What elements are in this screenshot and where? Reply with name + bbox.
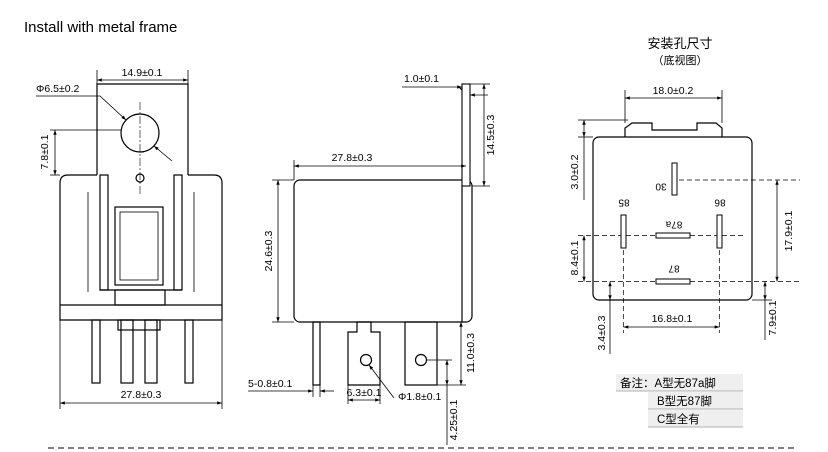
pin-label-86: 86 [714,196,726,207]
bracket-height-label: 3.0±0.2 [569,154,581,189]
mounting-tab [96,83,189,175]
pin-label-85: 85 [618,196,630,207]
hole-offset-label: 7.8±0.1 [39,134,51,169]
front-view: 14.9±0.1 Φ6.5±0.2 7.8±0.1 27.8±0.3 [36,67,223,409]
blade-width-label: 6.3±0.1 [347,387,382,399]
pin-span-vertical-label: 17.9±0.1 [783,210,795,251]
pin-slot-87a [655,232,691,239]
side-body [293,179,473,323]
edge-offset-left-label: 3.4±0.3 [596,315,608,350]
hole-diameter-leader-2 [153,145,173,162]
pin-label-87: 87 [668,262,680,273]
front-pin-collar [117,319,161,331]
frame-leg-right [173,174,183,291]
note-line-1: 备注：A型无87a脚 [620,376,716,390]
relay-body-outline [59,174,223,305]
tab-height-label: 14.5±0.3 [485,114,497,155]
frame-foot [114,289,166,306]
frame-window-outer [114,206,164,286]
bracket-width-label: 18.0±0.2 [653,85,694,97]
bottom-view: 安装孔尺寸 （底视图） 30 85 86 87a 87 18.0±0.2 3.0… [569,36,800,354]
side-tab [461,83,471,187]
pin-spacing-vertical-label: 8.4±0.1 [569,240,581,275]
front-pin-1 [91,319,101,384]
pin-thickness-label: 5-0.8±0.1 [248,378,292,390]
hole-to-tip-label: 4.25±0.1 [448,399,460,440]
hole-diameter-leader [36,95,127,121]
note-row-1-bg [616,374,743,391]
frame-leg-left [99,174,109,291]
blade-pin-right [404,321,438,386]
pin-slot-87 [655,278,691,285]
bottom-view-subheading: （底视图） [653,53,708,67]
pin-length-label: 11.0±0.3 [465,333,477,373]
note-row-2-bg [648,392,743,409]
bottom-view-heading: 安装孔尺寸 [647,36,712,51]
blade-pin-right-hole [414,353,428,367]
pin-label-30: 30 [655,180,667,191]
pin-hole-leader [368,364,395,399]
front-pin-4 [184,319,194,384]
pin-hole-label: Φ1.8±0.1 [398,391,441,403]
coil-pin [312,321,321,386]
edge-offset-right-label: 7.9±0.1 [767,300,779,335]
frame-window-inner [119,211,159,281]
pin-label-87a: 87a [665,218,682,229]
page-title: Install with metal frame [24,19,177,36]
body-length-label: 27.8±0.3 [332,152,373,164]
overall-width-label: 27.8±0.3 [121,389,162,401]
note-row-3-bg [648,410,743,427]
tab-width-label: 14.9±0.1 [122,67,163,79]
bracket-outline [624,122,723,137]
tab-thickness-label: 1.0±0.1 [404,73,439,85]
base-flange [59,305,223,321]
pin-slot-86 [716,214,723,249]
hole-diameter-label: Φ6.5±0.2 [36,83,79,95]
pin-slot-30 [671,162,678,196]
notes-table: 备注：A型无87a脚 B型无87脚 C型全有 [616,374,743,428]
note-line-3: C型全有 [657,412,700,426]
note-line-2: B型无87脚 [657,394,712,408]
pin-spacing-horizontal-label: 16.8±0.1 [652,313,693,325]
bottom-body [592,136,753,301]
side-view: 1.0±0.1 14.5±0.3 27.8±0.3 24.6±0.3 5-0.8… [248,73,497,445]
body-height-label: 24.6±0.3 [263,230,275,271]
blade-pin-left-hole [359,353,373,367]
pin-slot-85 [620,214,627,249]
blade-pin-left [347,321,381,386]
